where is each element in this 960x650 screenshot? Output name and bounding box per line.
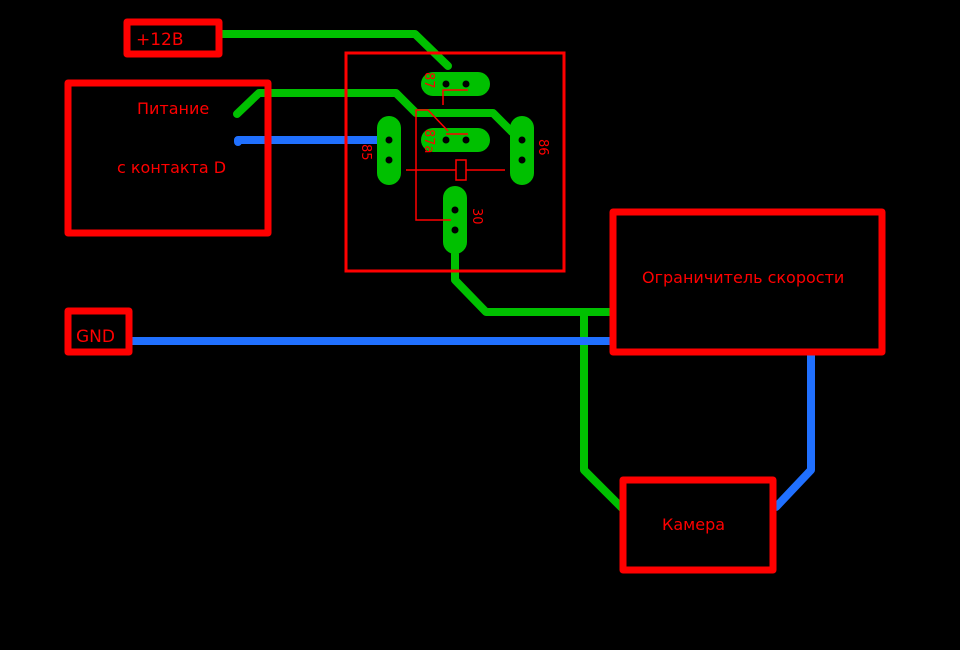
pin-label-87a: 87a bbox=[421, 129, 436, 154]
hole bbox=[442, 80, 450, 88]
hole bbox=[462, 80, 470, 88]
relay-outline bbox=[344, 51, 566, 273]
label-gnd: GND bbox=[76, 327, 115, 347]
speed-limiter-box bbox=[609, 208, 886, 356]
trace-12v-to-87 bbox=[216, 30, 452, 70]
hole bbox=[462, 136, 470, 144]
label-speed-limiter: Ограничитель скорости bbox=[642, 268, 844, 287]
switch-symbol bbox=[415, 109, 451, 221]
pin-label-86: 86 bbox=[535, 139, 550, 156]
pin-label-87: 87 bbox=[421, 72, 436, 89]
pin-label-85: 85 bbox=[358, 144, 373, 161]
hole bbox=[385, 136, 393, 144]
label-power: Питание bbox=[137, 99, 209, 118]
trace-power-d-to-85 bbox=[234, 136, 393, 146]
label-12v: +12В bbox=[136, 30, 184, 50]
hole bbox=[518, 136, 526, 144]
contact-87-symbol bbox=[442, 89, 468, 105]
hole bbox=[518, 156, 526, 164]
pad-30 bbox=[443, 186, 467, 254]
pad-85 bbox=[377, 116, 401, 185]
hole bbox=[442, 136, 450, 144]
coil-symbol bbox=[455, 159, 467, 181]
pad-87a bbox=[421, 128, 490, 152]
pin-label-30: 30 bbox=[469, 208, 484, 225]
camera-box bbox=[619, 476, 777, 574]
hole bbox=[385, 156, 393, 164]
pad-87 bbox=[421, 72, 490, 96]
label-camera: Камера bbox=[662, 515, 725, 534]
label-from-contact-d: с контакта D bbox=[117, 158, 226, 177]
trace-limiter-to-camera bbox=[580, 308, 626, 512]
power-from-d-box bbox=[64, 79, 272, 237]
hole bbox=[451, 226, 459, 234]
pad-86 bbox=[510, 116, 534, 185]
trace-30-to-limiter bbox=[451, 250, 614, 316]
hole bbox=[451, 206, 459, 214]
trace-power-d-to-86 bbox=[233, 89, 516, 136]
gnd-connector-box bbox=[64, 307, 133, 356]
trace-limiter-to-camera-gnd bbox=[772, 351, 815, 511]
connector-12v-box bbox=[123, 18, 223, 58]
